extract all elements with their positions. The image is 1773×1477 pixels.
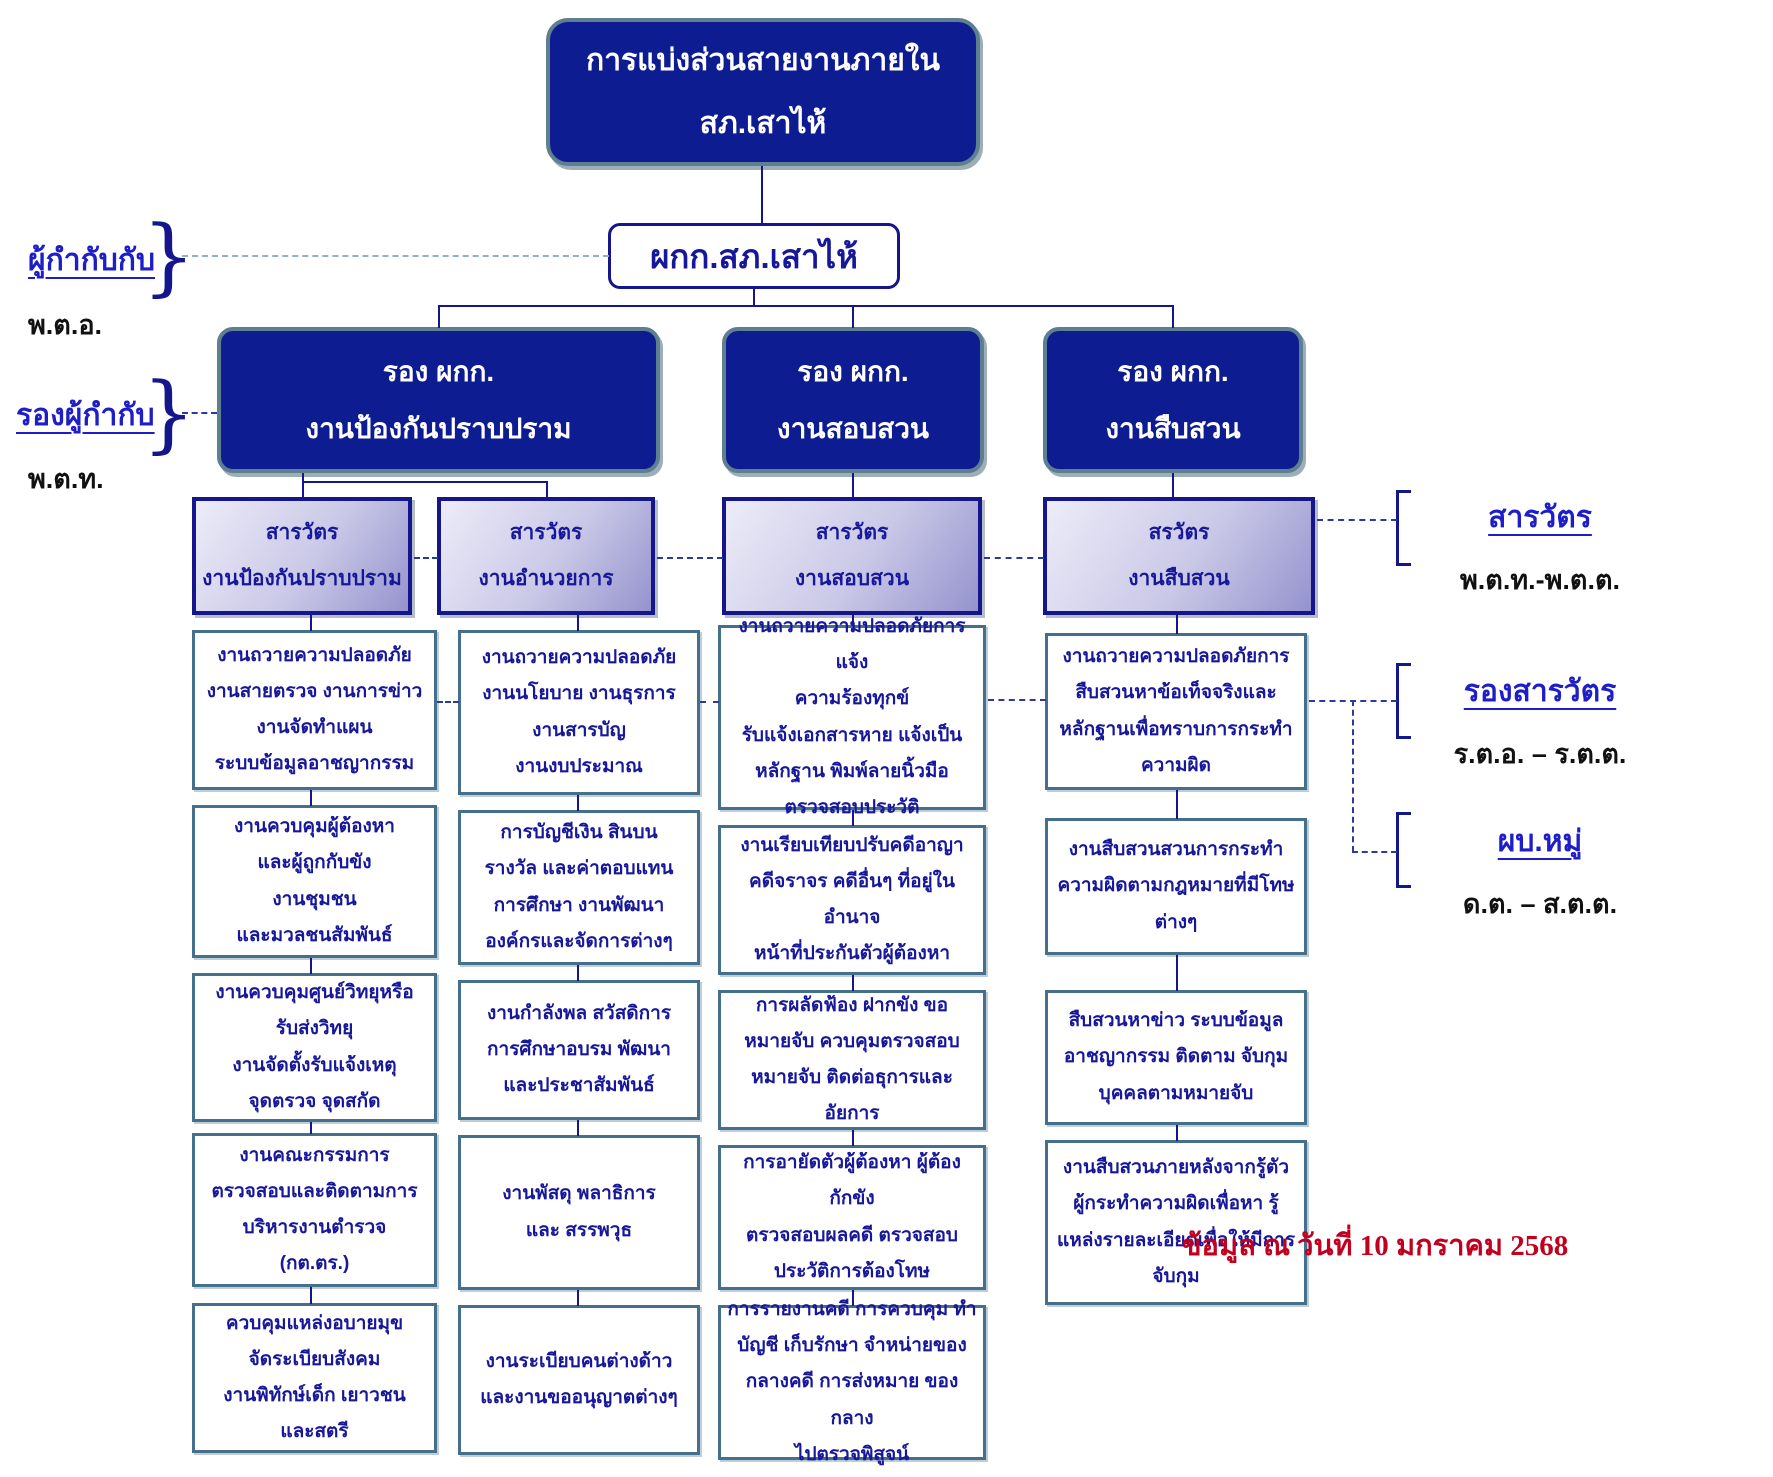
connector-line: [577, 795, 579, 811]
connector-line: [310, 1287, 312, 1304]
connector-line: [753, 289, 755, 306]
task-box: งานคณะกรรมการ ตรวจสอบและติดตามการ บริหาร…: [192, 1133, 437, 1287]
deputy-box-investigation: รอง ผกก. งานสืบสวน: [1043, 327, 1303, 473]
connector-line: [438, 305, 440, 328]
task-box: งานถวายความปลอดภัย งานสายตรวจ งานการข่าว…: [192, 630, 437, 790]
left-label-superintendent-role: ผู้กำกับกับ: [28, 244, 156, 277]
task-box: งานถวายความปลอดภัยการแจ้ง ความร้องทุกข์ …: [718, 616, 986, 818]
connector-line: [852, 1130, 854, 1146]
data-as-of-date-note: ข้อมูล ณ วันที่ 10 มกราคม 2568: [1181, 1230, 1569, 1262]
task-box: การอายัดตัวผู้ต้องหา ผู้ต้องกักขัง ตรวจส…: [718, 1145, 986, 1290]
task-box: งานกำลังพล สวัสดิการ การศึกษาอบรม พัฒนา …: [458, 980, 700, 1120]
connector-line: [302, 473, 304, 498]
task-box: ควบคุมแหล่งอบายมุข จัดระเบียบสังคม งานพิ…: [192, 1303, 437, 1453]
square-bracket-icon: [1396, 490, 1411, 566]
connector-dashed-line: [1352, 700, 1354, 852]
connector-dashed-line: [657, 557, 723, 559]
connector-line: [577, 965, 579, 981]
task-box: งานควบคุมศูนย์วิทยุหรือ รับส่งวิทยุ งานจ…: [192, 973, 437, 1122]
connector-line: [1172, 473, 1174, 498]
task-box: การรายงานคดี การควบคุม ทำ บัญชี เก็บรักษ…: [718, 1299, 986, 1465]
connector-line: [852, 473, 854, 498]
connector-line: [1172, 305, 1174, 328]
connector-line: [310, 790, 312, 806]
left-label-deputy-rank: พ.ต.ท.: [28, 464, 104, 494]
connector-line: [310, 958, 312, 974]
deputy-box-prevention: รอง ผกก. งานป้องกันปราบปราม: [217, 327, 660, 473]
connector-line: [577, 1120, 579, 1136]
right-label-inspector-rank: พ.ต.ท.-พ.ต.ต.: [1460, 565, 1620, 595]
connector-dashed-line: [182, 412, 217, 414]
square-bracket-icon: [1396, 663, 1411, 739]
inspector-box-administration: สารวัตร งานอำนวยการ: [437, 497, 655, 615]
connector-line: [1176, 1125, 1178, 1141]
task-box: งานสืบสวนภายหลังจากรู้ตัว ผู้กระทำความผิ…: [1045, 1140, 1307, 1305]
connector-dashed-line: [182, 255, 609, 257]
connector-dashed-line: [1317, 519, 1397, 521]
connector-dashed-line: [988, 699, 1046, 701]
connector-line: [302, 481, 547, 483]
inspector-box-prevention: สารวัตร งานป้องกันปราบปราม: [192, 497, 412, 615]
right-label-deputy-inspector-role: รองสารวัตร: [1463, 675, 1617, 708]
connector-line: [852, 305, 854, 328]
connector-line: [577, 615, 579, 631]
right-label-squad-leader-role: ผบ.หมู่: [1497, 825, 1583, 858]
connector-line: [546, 481, 548, 498]
connector-line: [1176, 955, 1178, 991]
left-label-superintendent-rank: พ.ต.อ.: [28, 310, 103, 340]
connector-line: [852, 1290, 854, 1306]
task-box: การบัญชีเงิน สินบน รางวัล และค่าตอบแทน ก…: [458, 810, 700, 965]
connector-line: [852, 810, 854, 826]
connector-line: [1176, 790, 1178, 819]
task-box: งานพัสดุ พลาธิการ และ สรรพวุธ: [458, 1135, 700, 1290]
connector-line: [1176, 615, 1178, 634]
superintendent-box: ผกก.สภ.เสาไห้: [608, 223, 900, 289]
task-box: งานสืบสวนสวนการกระทำ ความผิดตามกฎหมายที่…: [1045, 818, 1307, 955]
task-box: สืบสวนหาข่าว ระบบข้อมูล อาชญากรรม ติดตาม…: [1045, 990, 1307, 1125]
square-bracket-icon: [1396, 812, 1411, 888]
connector-line: [761, 166, 763, 223]
connector-dashed-line: [414, 557, 438, 559]
chart-title-box: การแบ่งส่วนสายงานภายใน สภ.เสาไห้: [546, 18, 980, 166]
right-label-inspector-role: สารวัตร: [1488, 501, 1592, 534]
connector-line: [310, 615, 312, 631]
connector-dashed-line: [700, 701, 719, 703]
task-box: การผลัดฟ้อง ฝากขัง ขอ หมายจับ ควบคุมตรวจ…: [718, 990, 986, 1130]
connector-line: [852, 615, 854, 626]
task-box: งานควบคุมผู้ต้องหา และผู้ถูกกับขัง งานชุ…: [192, 805, 437, 958]
connector-dashed-line: [984, 557, 1044, 559]
right-label-squad-leader-rank: ด.ต. – ส.ต.ต.: [1462, 889, 1618, 919]
inspector-box-investigation: สรวัตร งานสืบสวน: [1043, 497, 1315, 615]
task-box: งานระเบียบคนต่างด้าว และงานขออนุญาตต่างๆ: [458, 1305, 700, 1455]
connector-line: [310, 1122, 312, 1134]
task-box: งานถวายความปลอดภัยการ สืบสวนหาข้อเท็จจริ…: [1045, 633, 1307, 790]
deputy-box-interrogation: รอง ผกก. งานสอบสวน: [722, 327, 984, 473]
connector-line: [852, 975, 854, 991]
task-box: งานถวายความปลอดภัย งานนโยบาย งานธุรการ ง…: [458, 630, 700, 795]
inspector-box-interrogation: สารวัตร งานสอบสวน: [722, 497, 982, 615]
connector-dashed-line: [437, 701, 459, 703]
right-label-deputy-inspector-rank: ร.ต.อ. – ร.ต.ต.: [1453, 739, 1627, 769]
task-box: งานเรียบเทียบปรับคดีอาญา คดีจราจร คดีอื่…: [718, 825, 986, 975]
left-label-deputy-role: รองผู้กำกับ: [16, 399, 155, 432]
connector-dashed-line: [1352, 851, 1397, 853]
connector-line: [577, 1290, 579, 1306]
connector-line: [438, 305, 1173, 307]
